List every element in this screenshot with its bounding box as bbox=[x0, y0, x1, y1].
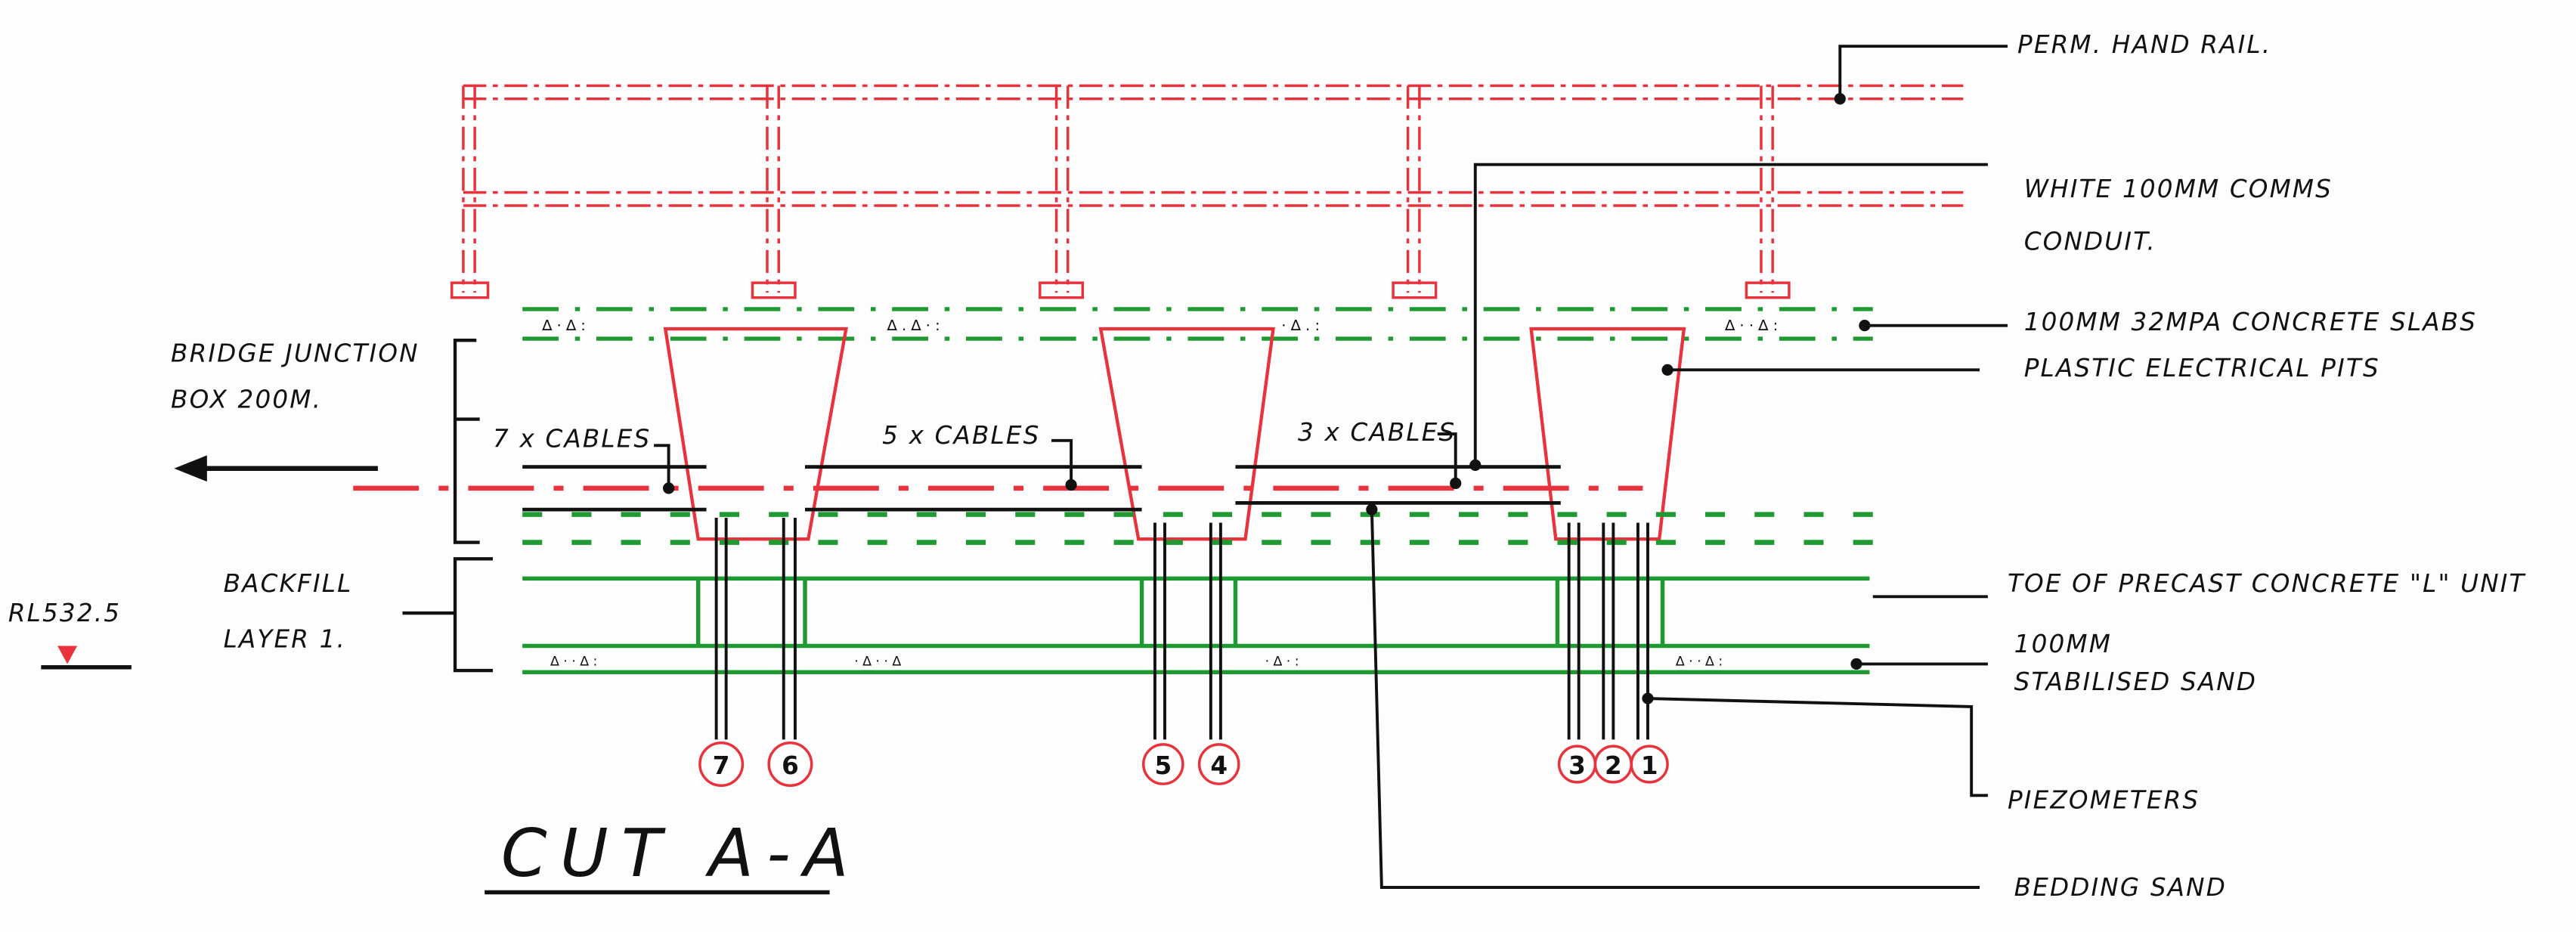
slabs-label: 100MM 32MPA CONCRETE SLABS bbox=[2024, 308, 2477, 336]
handrail-label: PERM. HAND RAIL. bbox=[2017, 30, 2271, 59]
piezometer-6-label: 6 bbox=[782, 751, 799, 780]
svg-text:· ∆ · · ∆: · ∆ · · ∆ bbox=[854, 655, 901, 670]
backfill-label-1: BACKFILL bbox=[224, 569, 353, 598]
svg-text:∆ · ∆ :: ∆ · ∆ : bbox=[541, 317, 586, 334]
left-brackets bbox=[402, 339, 494, 673]
svg-text:∆ · · ∆ :: ∆ · · ∆ : bbox=[550, 655, 597, 670]
conduit-label-2: CONDUIT. bbox=[2024, 228, 2156, 256]
piezometer-7-label: 7 bbox=[713, 751, 730, 780]
piezometer-tubes bbox=[714, 517, 1649, 740]
l-units bbox=[522, 576, 1870, 674]
sand-aggregate: ∆ · · ∆ : · ∆ · · ∆ · ∆ · : ∆ · · ∆ : bbox=[550, 655, 1723, 670]
svg-text:∆ · · ∆ :: ∆ · · ∆ : bbox=[1675, 655, 1723, 670]
sand-label-1: 100MM bbox=[2014, 630, 2112, 658]
sand-label-2: STABILISED SAND bbox=[2014, 667, 2257, 696]
svg-text:∆ · · ∆ :: ∆ · · ∆ : bbox=[1724, 317, 1778, 334]
piezometer-2-label: 2 bbox=[1605, 751, 1622, 780]
svg-text:· ∆ · :: · ∆ · : bbox=[1265, 655, 1299, 670]
leader-dots bbox=[1366, 93, 1871, 704]
arrow-to-junction-box bbox=[174, 455, 378, 482]
piezometer-4-label: 4 bbox=[1210, 751, 1228, 780]
piezometer-markers: 7 6 5 4 3 2 1 bbox=[698, 741, 1669, 787]
svg-text:· ∆ . :: · ∆ . : bbox=[1281, 317, 1320, 334]
backfill-label-2: LAYER 1. bbox=[224, 625, 346, 654]
svg-text:∆ . ∆ · :: ∆ . ∆ · : bbox=[887, 317, 940, 334]
electrical-pits bbox=[663, 327, 1686, 541]
cables-label-3: 3 x CABLES bbox=[1298, 418, 1456, 447]
handrail-post-feet bbox=[450, 281, 1791, 299]
piezometer-3-label: 3 bbox=[1568, 751, 1586, 780]
toe-label: TOE OF PRECAST CONCRETE "L" UNIT bbox=[2008, 569, 2527, 598]
level-marker-icon bbox=[41, 646, 132, 670]
slab-aggregate: ∆ · ∆ : ∆ . ∆ · : · ∆ . : ∆ · · ∆ : bbox=[541, 317, 1778, 334]
pits-label: PLASTIC ELECTRICAL PITS bbox=[2024, 354, 2380, 382]
section-title: CUT A-A bbox=[501, 815, 862, 892]
junction-box-label-1: BRIDGE JUNCTION bbox=[171, 339, 420, 367]
cable-lines bbox=[522, 465, 1561, 512]
cables-label-7: 7 x CABLES bbox=[493, 425, 651, 454]
conduit-label-1: WHITE 100MM COMMS bbox=[2024, 175, 2333, 203]
piezometer-5-label: 5 bbox=[1154, 751, 1172, 780]
piezometers-label: PIEZOMETERS bbox=[2008, 786, 2200, 815]
junction-box-label-2: BOX 200M. bbox=[171, 385, 322, 413]
concrete-slab bbox=[522, 307, 1873, 341]
bedding-sand-label: BEDDING SAND bbox=[2014, 873, 2227, 902]
leader-lines bbox=[1370, 45, 2008, 889]
piezometer-1-label: 1 bbox=[1641, 751, 1658, 780]
rl-label: RL532.5 bbox=[8, 599, 121, 627]
handrail bbox=[462, 84, 1964, 293]
cables-label-5: 5 x CABLES bbox=[882, 421, 1040, 450]
